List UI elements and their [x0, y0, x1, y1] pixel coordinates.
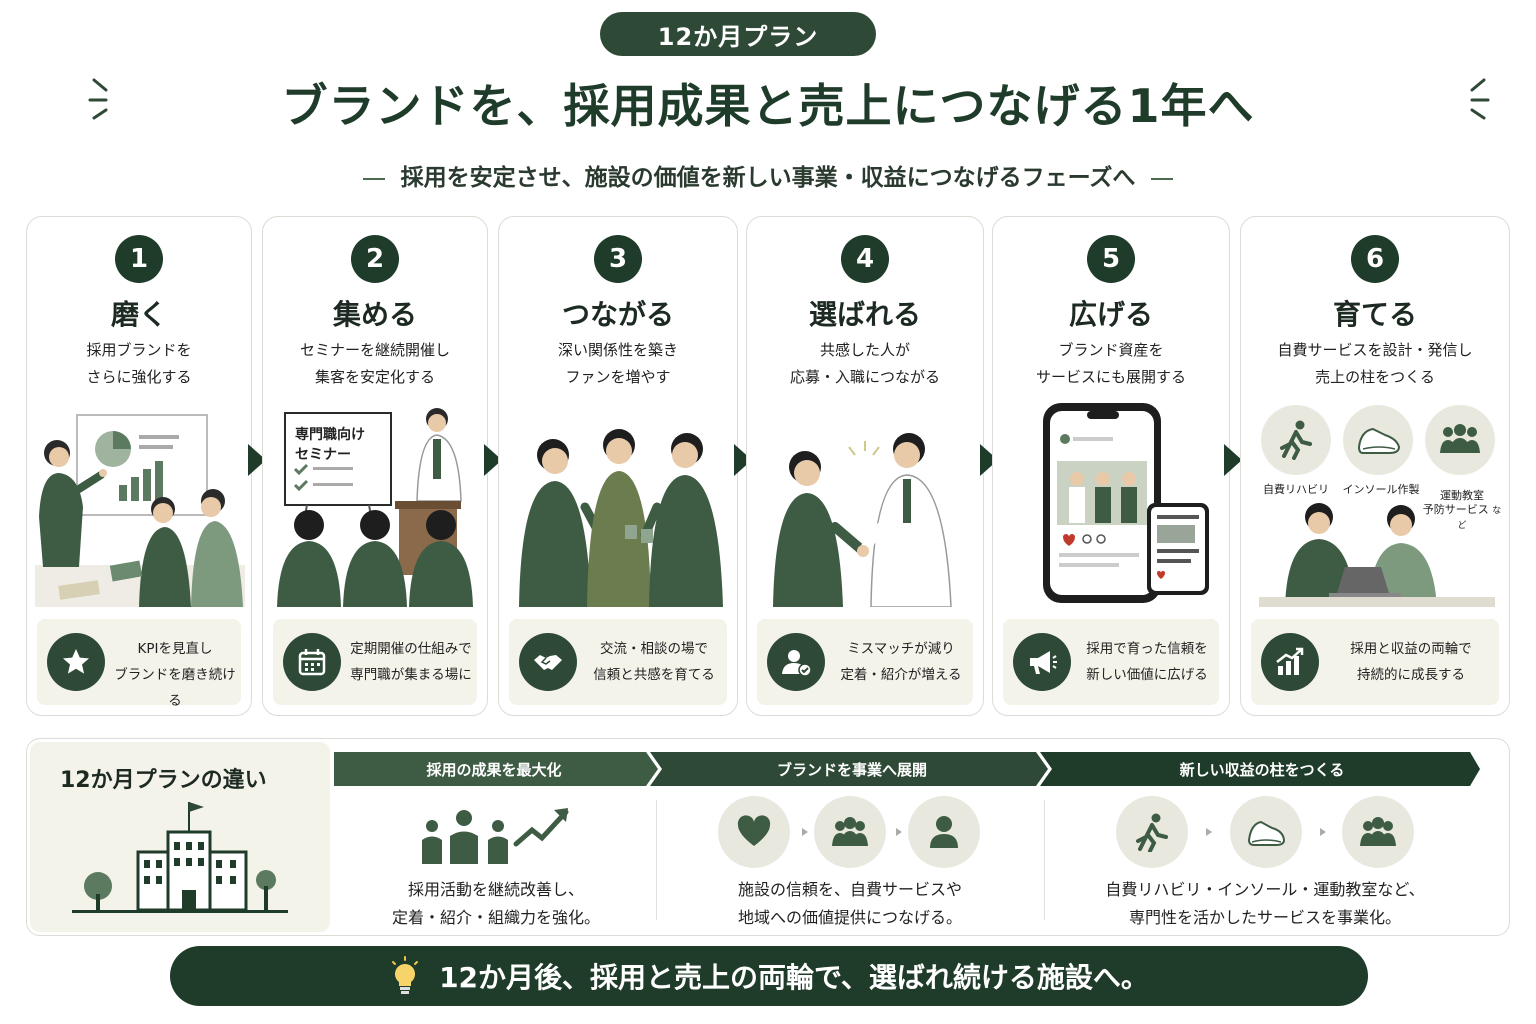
step-card-2: 2 集める セミナーを継続開催し集客を安定化する 専門職向けセミナー 定期開催の… [262, 216, 488, 716]
sparkle-left-icon [88, 78, 108, 120]
smartphone-illustration [1043, 403, 1209, 603]
seminar-slide-text: 専門職向けセミナー [295, 427, 365, 463]
step-description: 共感した人が応募・入職につながる [789, 341, 940, 386]
step-title: つながる [561, 298, 674, 331]
seminar-illustration: 専門職向けセミナー [271, 397, 479, 607]
people-growth-arrow-icon [422, 808, 569, 864]
step-summary: 採用で育った信頼を新しい価値に広げる [1003, 619, 1219, 705]
column-description: 採用活動を継続改善し、定着・紹介・組織力を強化。 [391, 880, 600, 927]
conclusion-text: 12か月後、採用と売上の両輪で、選ばれ続ける施設へ。 [439, 961, 1149, 994]
step-title: 育てる [1332, 298, 1417, 331]
service-label: 運動教室予防サービス など [1422, 489, 1502, 531]
column-description: 自費リハビリ・インソール・運動教室など、専門性を活かしたサービスを事業化。 [1105, 880, 1425, 927]
plan-difference-title: 12か月プランの違い [60, 768, 267, 793]
step-card-6: 6 育てる 自費サービスを設計・発信し売上の柱をつくる 自費リハビリ インソール… [1240, 216, 1510, 716]
step-description: 採用ブランドをさらに強化する [86, 341, 192, 386]
group-icon [832, 817, 868, 846]
chevron-bands [334, 752, 1480, 786]
step-number: 3 [594, 235, 642, 283]
step-card-3: 3 つながる 深い関係性を築きファンを増やす 交流・相談の場で信頼と共感を育てる [498, 216, 738, 716]
step-description: ブランド資産をサービスにも展開する [1035, 341, 1186, 386]
page-subtitle: 採用を安定させ、施設の価値を新しい事業・収益につなげるフェーズへ [0, 158, 1536, 192]
page-title: ブランドを、採用成果と売上につなげる1年へ [281, 79, 1255, 133]
step-title: 集める [332, 298, 417, 331]
growth-chart-icon [1276, 647, 1304, 675]
step-number: 4 [841, 235, 889, 283]
running-icon [1280, 420, 1312, 460]
step-card-5: 5 広げる ブランド資産をサービスにも展開する 採用で育った信頼を新しい価値に広… [992, 216, 1230, 716]
running-icon [1136, 813, 1168, 852]
step-number: 1 [115, 235, 163, 283]
step-number: 2 [351, 235, 399, 283]
step-description: 深い関係性を築きファンを増やす [557, 341, 678, 386]
service-label: インソール作製 [1342, 483, 1420, 496]
step-title: 広げる [1068, 298, 1153, 331]
step-number: 5 [1087, 235, 1135, 283]
step-summary: 交流・相談の場で信頼と共感を育てる [509, 619, 727, 705]
step-summary: ミスマッチが減り定着・紹介が増える [757, 619, 973, 705]
step-description: 自費サービスを設計・発信し売上の柱をつくる [1277, 341, 1473, 386]
column-description: 施設の信頼を、自費サービスや地域への価値提供につなげる。 [737, 880, 962, 927]
heart-icon [737, 815, 771, 846]
column-band-label: 採用の成果を最大化 [426, 760, 562, 779]
step-arrow-icon [248, 444, 266, 476]
self-pay-services-illustration: 自費リハビリ インソール作製 運動教室予防サービス など [1249, 397, 1501, 607]
step-description: セミナーを継続開催し集客を安定化する [299, 341, 450, 386]
step-arrow-icon [1224, 444, 1242, 476]
insole-shoe-icon [1247, 820, 1286, 846]
column-band-label: ブランドを事業へ展開 [776, 760, 927, 779]
step-number: 6 [1351, 235, 1399, 283]
calendar-icon [298, 649, 326, 676]
person-icon [930, 816, 958, 848]
handshake-icon [534, 655, 562, 670]
sparkle-right-icon [1470, 78, 1490, 120]
service-label: 自費リハビリ [1263, 483, 1329, 496]
presentation-meeting-illustration [35, 414, 245, 607]
insole-shoe-icon [1357, 427, 1401, 454]
handshake-hiring-illustration [773, 433, 952, 607]
group-icon [1360, 817, 1396, 846]
group-icon [1440, 424, 1480, 453]
star-icon [63, 649, 89, 674]
networking-illustration [519, 429, 723, 607]
step-arrow-icon [484, 444, 502, 476]
user-check-icon [782, 650, 812, 677]
consultation-illustration [1259, 503, 1495, 607]
step-summary: KPIを見直しブランドを磨き続ける [37, 619, 241, 709]
plan-label-badge: 12か月プラン [600, 12, 876, 56]
plan-difference-panel: 12か月プランの違い [30, 742, 330, 932]
lightbulb-icon [389, 956, 421, 996]
column-band-label: 新しい収益の柱をつくる [1179, 760, 1345, 779]
step-arrow-icon [734, 444, 752, 476]
step-title: 選ばれる [808, 298, 921, 331]
megaphone-icon [1030, 651, 1057, 674]
step-card-1: 1 磨く 採用ブランドをさらに強化する KPIを見直しブランドを磨き続ける [26, 216, 252, 716]
step-summary: 定期開催の仕組みで専門職が集まる場に [273, 619, 477, 705]
conclusion-banner: 12か月後、採用と売上の両輪で、選ばれ続ける施設へ。 [170, 946, 1368, 1006]
step-card-4: 4 選ばれる 共感した人が応募・入職につながる ミスマッチが減り定着・紹介が増え… [746, 216, 984, 716]
step-summary: 採用と収益の両輪で持続的に成長する [1251, 619, 1499, 705]
step-arrow-icon [980, 444, 998, 476]
facility-building-icon [72, 802, 288, 913]
step-title: 磨く [110, 298, 167, 331]
